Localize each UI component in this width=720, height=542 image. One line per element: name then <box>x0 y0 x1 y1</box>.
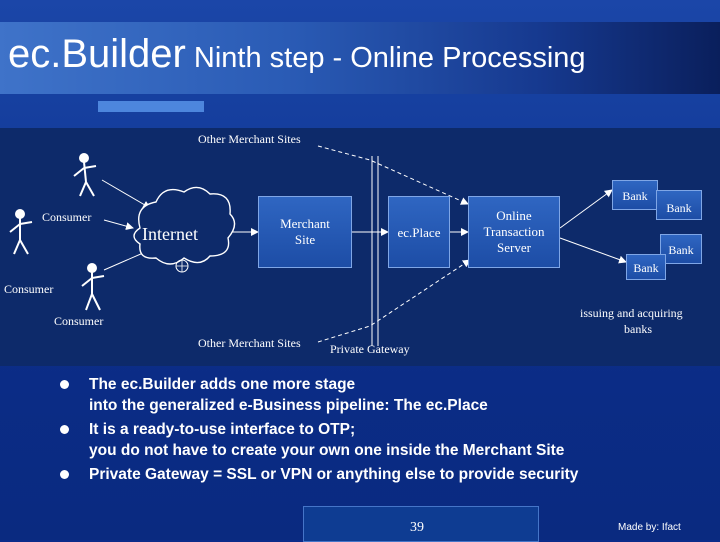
dashed-bottom-merchant <box>317 259 471 343</box>
ecplace-box: ec.Place <box>388 196 450 268</box>
bullet-list: The ec.Builder adds one more stage into … <box>60 374 700 488</box>
diagram-lines <box>9 145 627 346</box>
bullet-dot-icon <box>60 425 69 434</box>
consumer-figure-top <box>73 153 97 197</box>
arrow-ots-bank <box>559 189 613 229</box>
title-main: ec.Builder <box>8 32 186 76</box>
bullet-2-line1: It is a ready-to-use interface to OTP; <box>89 421 356 438</box>
consumer-label-1: Consumer <box>42 210 92 224</box>
internet-cloud <box>133 186 236 265</box>
arrow-consumer-mid <box>103 219 134 230</box>
bullet-2-line2: you do not have to create your own one i… <box>89 442 565 459</box>
other-merchant-top-label: Other Merchant Sites <box>198 132 301 146</box>
bullet-item-3: Private Gateway = SSL or VPN or anything… <box>60 464 700 485</box>
bullet-item-1: The ec.Builder adds one more stage into … <box>60 374 700 416</box>
bullet-dot-icon <box>60 470 69 479</box>
other-merchant-bottom-label: Other Merchant Sites <box>198 336 301 350</box>
consumer-figure-left <box>9 209 33 255</box>
bullet-dot-icon <box>60 380 69 389</box>
consumer-label-3: Consumer <box>54 314 104 328</box>
bank-label-3: Bank <box>668 243 694 257</box>
title-rest: Ninth step - Online Processing <box>193 42 586 74</box>
merchant-site-line1: Merchant <box>280 216 330 231</box>
internet-label: Internet <box>142 224 198 244</box>
merchant-site-box: Merchant Site <box>258 196 352 268</box>
dashed-top-merchant <box>317 145 469 205</box>
ecplace-label: ec.Place <box>397 225 441 240</box>
title-band <box>0 22 720 94</box>
banks-caption-line1: issuing and acquiring <box>580 306 683 320</box>
bullet-1-line2: into the generalized e-Business pipeline… <box>89 397 488 414</box>
merchant-site-line2: Site <box>294 232 316 247</box>
ots-line3: Server <box>497 240 531 255</box>
title-accent-bar <box>98 101 204 112</box>
consumer-figure-bottom <box>81 263 105 311</box>
bank-box-3: Bank <box>660 234 702 264</box>
bank-box-4: Bank <box>626 254 666 280</box>
private-gateway-label: Private Gateway <box>330 342 410 356</box>
ots-line2: Transaction <box>483 224 545 239</box>
diagram-panel <box>0 128 720 366</box>
consumer-label-2: Consumer <box>4 282 54 296</box>
banks-caption-line2: banks <box>624 322 652 336</box>
bank-box-2: Bank <box>656 190 702 220</box>
bullet-1-line1: The ec.Builder adds one more stage <box>89 376 356 393</box>
bank-label-4: Bank <box>633 261 659 275</box>
bank-box-1: Bank <box>612 180 658 210</box>
ots-line1: Online <box>496 208 532 223</box>
bank-label-2: Bank <box>666 201 692 215</box>
bank-label-1: Bank <box>622 189 648 203</box>
arrow-ots-bank-lower <box>559 237 627 264</box>
ots-box: Online Transaction Server <box>468 196 560 268</box>
made-by-label: Made by: Ifact <box>618 522 681 533</box>
bullet-3-line1: Private Gateway = SSL or VPN or anything… <box>89 466 579 483</box>
page-number: 39 <box>410 520 424 535</box>
bullet-item-2: It is a ready-to-use interface to OTP; y… <box>60 419 700 461</box>
arrow-consumer-top <box>101 179 151 209</box>
